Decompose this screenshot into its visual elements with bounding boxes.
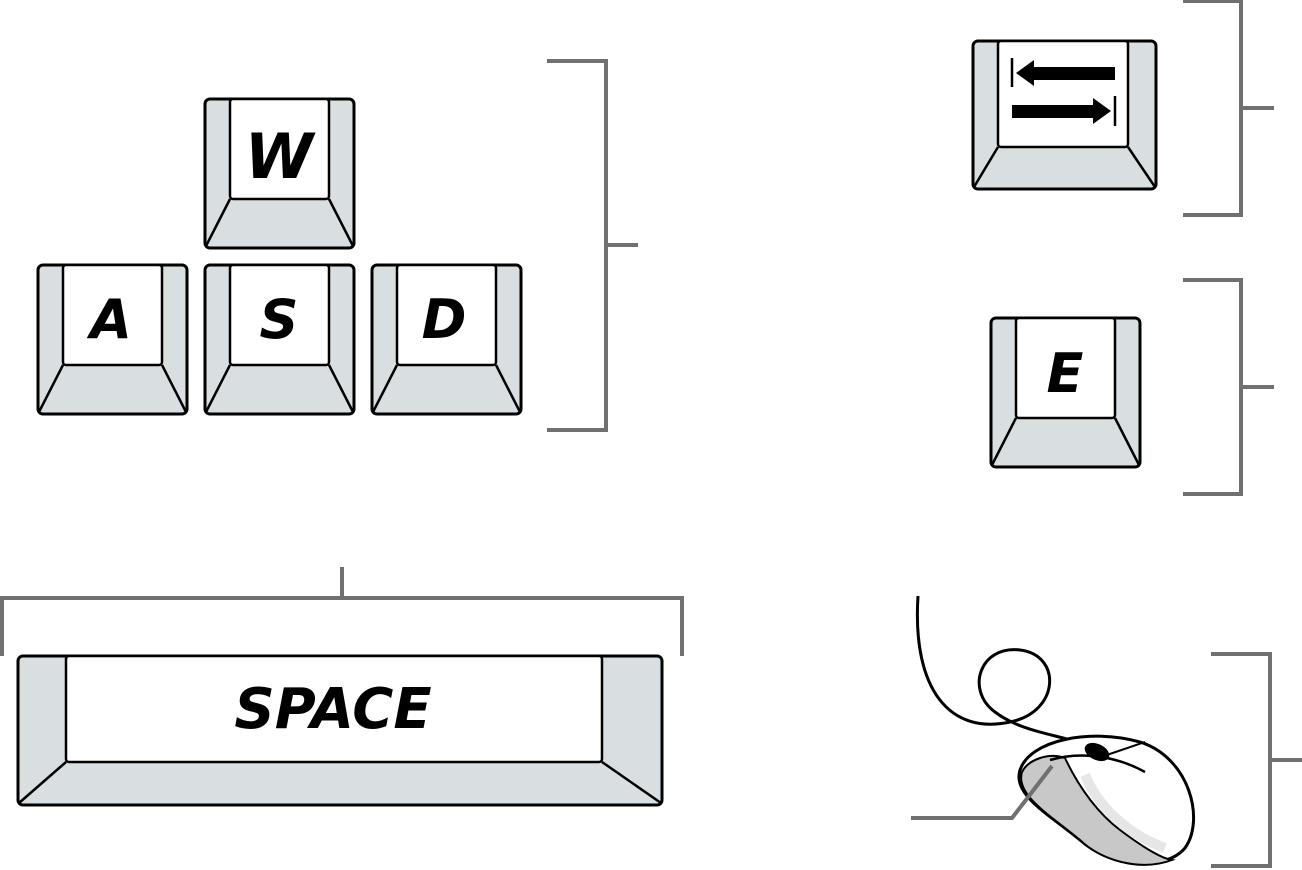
mouse-icon bbox=[915, 595, 1196, 866]
key-s-label: S bbox=[260, 288, 299, 351]
tab-bracket bbox=[1183, 0, 1274, 217]
key-w: W bbox=[203, 97, 356, 250]
key-a-label: A bbox=[86, 288, 132, 351]
key-e-label: E bbox=[1047, 342, 1084, 405]
space-bracket bbox=[0, 567, 684, 656]
key-a: A bbox=[36, 263, 189, 416]
e-bracket bbox=[1183, 278, 1274, 496]
key-space: SPACE bbox=[16, 654, 664, 807]
key-space-label: SPACE bbox=[234, 677, 431, 742]
mouse-click-callout bbox=[911, 764, 1054, 820]
mouse-bracket bbox=[1211, 652, 1302, 868]
key-d: D bbox=[370, 263, 523, 416]
key-w-label: W bbox=[245, 120, 316, 193]
wasd-bracket bbox=[547, 59, 638, 432]
key-d-label: D bbox=[422, 288, 467, 351]
key-e: E bbox=[989, 316, 1142, 469]
key-tab bbox=[971, 39, 1158, 191]
tab-arrows-icon bbox=[1010, 58, 1117, 126]
key-s: S bbox=[203, 263, 356, 416]
